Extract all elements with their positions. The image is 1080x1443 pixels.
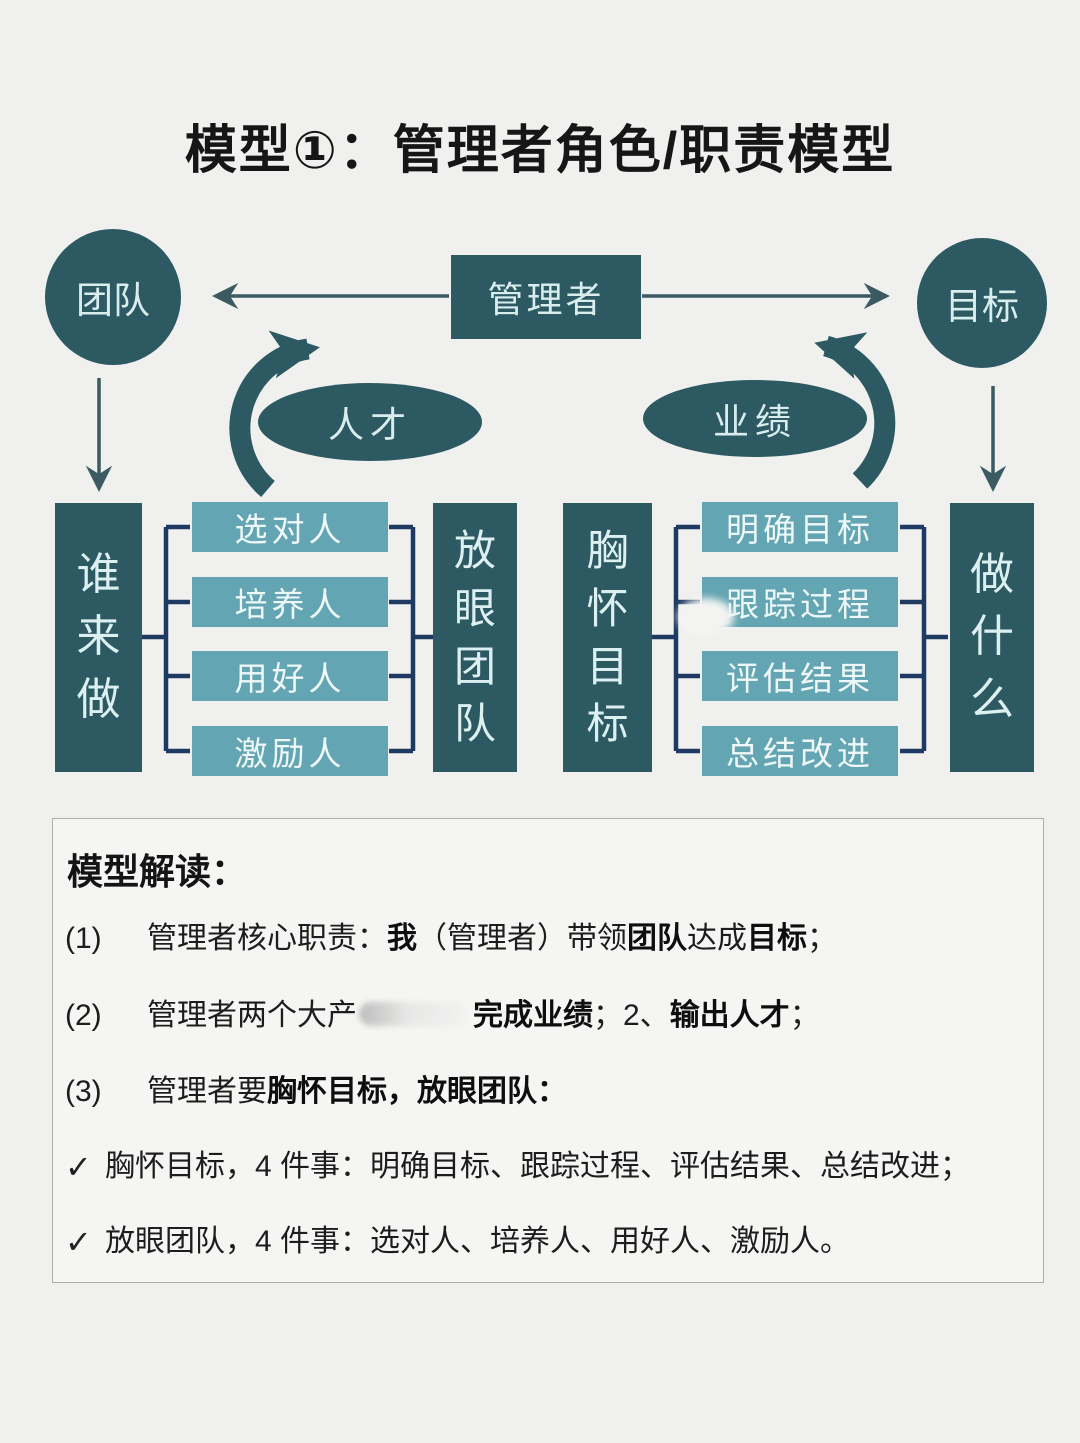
line-2-number: (2) [65, 999, 102, 1032]
team-item-2: 培养人 [192, 577, 388, 627]
interpretation-line-1: (1) 管理者核心职责：我（管理者）带领团队达成目标； [65, 919, 1035, 959]
interpretation-line-4: ✓ 胸怀目标，4 件事：明确目标、跟踪过程、评估结果、总结改进； [65, 1147, 1035, 1187]
page-title: 模型①：管理者角色/职责模型 [184, 122, 896, 180]
interpretation-heading: 模型解读： [67, 851, 248, 892]
what-bracket [900, 524, 948, 754]
goal-item-4: 总结改进 [702, 726, 898, 776]
team-item-4: 激励人 [192, 726, 388, 776]
interpretation-line-5: ✓ 放眼团队，4 件事：选对人、培养人、用好人、激励人。 [65, 1222, 1035, 1262]
who-does-it-box: 谁来做 [55, 503, 142, 772]
line-5-text: 放眼团队，4 件事：选对人、培养人、用好人、激励人。 [105, 1225, 851, 1258]
goal-item-2: 跟踪过程 [702, 577, 898, 627]
line-3-number: (3) [65, 1075, 102, 1108]
line-4-text: 胸怀目标，4 件事：明确目标、跟踪过程、评估结果、总结改进； [105, 1150, 971, 1183]
interpretation-line-3: (3) 管理者要胸怀目标，放眼团队： [65, 1072, 1035, 1112]
who-bracket [142, 524, 190, 754]
talent-ellipse: 人才 [258, 383, 482, 461]
line-2-text: 管理者两个大产完成业绩；2、输出人才； [147, 999, 820, 1032]
white-smudge-blob [678, 598, 734, 636]
performance-ellipse: 业绩 [643, 380, 867, 457]
role-model-diagram: 团队 管理者 目标 人才 业绩 谁来做 放眼团队 胸怀目标 做什么 选对人 培养… [45, 229, 1047, 776]
diagram-connectors [85, 282, 1007, 754]
goal-item-3: 评估结果 [702, 651, 898, 701]
erased-text-smudge [359, 1002, 467, 1027]
team-item-3: 用好人 [192, 651, 388, 701]
model-interpretation-panel: 模型解读： (1) 管理者核心职责：我（管理者）带领团队达成目标； (2) 管理… [52, 818, 1044, 1283]
team-item-1: 选对人 [192, 502, 388, 552]
goal-mind-box: 胸怀目标 [563, 503, 652, 772]
manager-box: 管理者 [451, 255, 641, 339]
goalmind-bracket [652, 524, 700, 754]
line-3-text: 管理者要胸怀目标，放眼团队： [147, 1075, 567, 1108]
teamview-bracket [389, 524, 433, 754]
line-1-text: 管理者核心职责：我（管理者）带领团队达成目标； [147, 922, 837, 955]
interpretation-line-2: (2) 管理者两个大产完成业绩；2、输出人才； [65, 996, 1035, 1036]
checkmark-icon: ✓ [65, 1149, 92, 1185]
goal-circle: 目标 [917, 238, 1047, 368]
line-1-number: (1) [65, 922, 102, 955]
what-to-do-box: 做什么 [950, 503, 1034, 772]
team-circle: 团队 [45, 229, 181, 365]
team-view-box: 放眼团队 [433, 503, 517, 772]
checkmark-icon: ✓ [65, 1224, 92, 1260]
performance-cycle-arrow-icon [814, 332, 896, 489]
goal-item-1: 明确目标 [702, 502, 898, 552]
talent-cycle-arrow-icon [229, 330, 320, 497]
